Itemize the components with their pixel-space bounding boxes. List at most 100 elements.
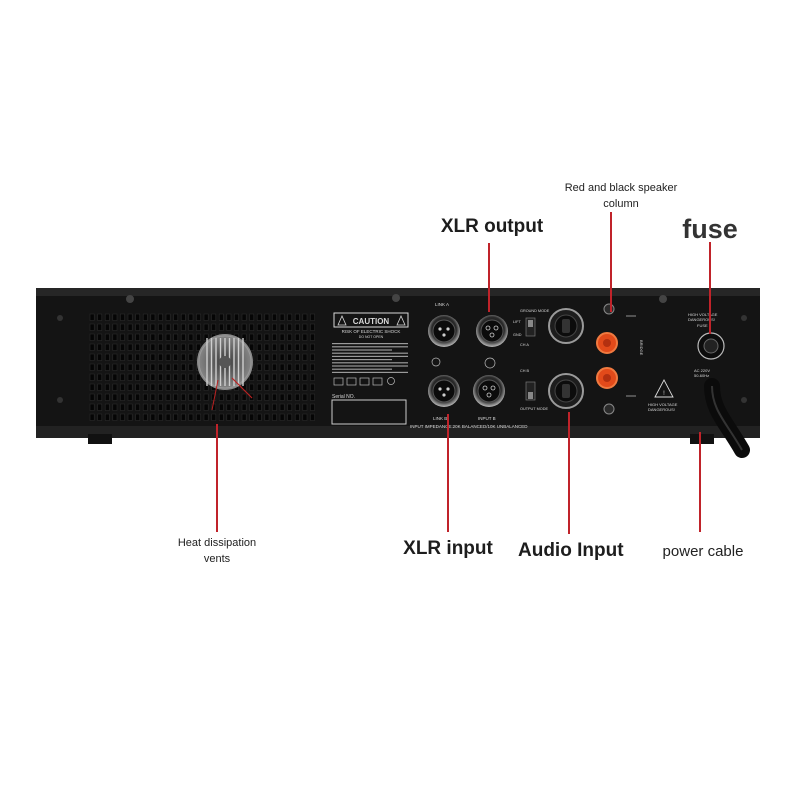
output-mode-label: OUTPUT MODE [520,407,548,411]
mode-switches: GROUND MODE LIFT GND CH A CH B OUTPUT MO… [513,309,550,411]
vent-slot [294,313,300,321]
vent-slot [104,383,110,391]
vent-slot [264,323,270,331]
vent-slot [120,403,125,411]
vent-slot [203,383,209,391]
vent-slot [310,413,315,421]
vent-slot [135,333,141,341]
vent-slot [165,323,171,331]
vent-slot [104,353,110,361]
speaker-terminals: BRIDGE [596,303,644,415]
vent-slot [218,393,224,401]
vent-slot [97,343,103,351]
vent-slot [173,403,179,411]
vent-slot [310,353,315,361]
vent-slot [302,323,308,331]
vent-slot [249,413,255,421]
vent-slot [120,353,125,361]
vent-slot [272,403,277,411]
vent-slot [150,413,156,421]
vent-slot [234,413,239,421]
vent-slot [279,413,285,421]
link-b-label: LINK B [433,416,447,421]
vent-slot [203,313,209,321]
xlr-output-label: XLR output [440,216,544,237]
vent-slot [127,383,133,391]
vent-slot [104,413,110,421]
vent-slot [89,373,95,381]
vent-slot [142,313,148,321]
vent-slot [279,373,285,381]
vent-slot [272,373,277,381]
vent-slot [294,333,300,341]
vent-slot [120,363,125,371]
vent-slot [180,313,186,321]
vent-slot [294,353,300,361]
input-b-label: INPUT B [478,416,496,421]
vent-slot [211,413,217,421]
chassis [36,288,760,434]
heat-label-line-1: Heat dissipation [177,537,257,549]
vent-slot [165,353,171,361]
vent-slot [302,353,308,361]
vent-slot [120,343,125,351]
vent-slot [249,383,255,391]
vent-slot [127,413,133,421]
vent-slot [279,353,285,361]
vent-slot [310,313,315,321]
vent-slot [135,403,141,411]
vent-slot [127,353,133,361]
vent-slot [302,363,308,371]
vent-slot [120,383,125,391]
vent-slot [97,393,103,401]
vent-slot [287,363,293,371]
ac-frequency-label: 50-60Hz [694,373,709,378]
vent-slot [249,323,255,331]
vent-slot [272,343,277,351]
bridge-label: BRIDGE [639,340,644,356]
vent-slot [234,403,239,411]
vent-slot [120,413,125,421]
leader-power [699,432,701,532]
vent-slot [310,333,315,341]
speaker-label-line-1: Red and black speaker [564,182,678,194]
vent-slot [256,353,262,361]
vent-slot [158,383,163,391]
vent-slot [142,323,148,331]
vent-slot [104,403,110,411]
vent-slot [158,403,163,411]
vent-slot [150,353,156,361]
vent-slot [158,353,163,361]
vent-slot [256,343,262,351]
ac-voltage-label: AC 220V [694,368,710,373]
link-a-label: LINK A [435,302,449,307]
vent-slot [127,373,133,381]
leader-xlr-output [488,243,490,312]
vent-slot [180,343,186,351]
vent-slot [173,373,179,381]
vent-slot [302,393,308,401]
vent-slot [104,363,110,371]
vent-slot [272,363,277,371]
power-section: HIGH VOLTAGE DANGEROUS! FUSE ! HIGH VOLT… [648,312,750,458]
vent-slot [279,343,285,351]
vent-slot [150,373,156,381]
speakon-connectors [548,308,584,409]
vent-slot [264,363,270,371]
vent-slot [264,403,270,411]
vent-slot [142,393,148,401]
vent-slot [218,403,224,411]
vent-slot [264,313,270,321]
leader-heat [216,424,218,532]
vent-slot [196,393,201,401]
vent-slot [89,313,95,321]
vent-slot [287,323,293,331]
vent-slot [127,313,133,321]
vent-slot [173,333,179,341]
vent-slot [196,413,201,421]
vent-slot [127,363,133,371]
vent-slot [158,373,163,381]
vent-slot [264,393,270,401]
vent-slot [188,393,194,401]
vent-slot [226,323,232,331]
